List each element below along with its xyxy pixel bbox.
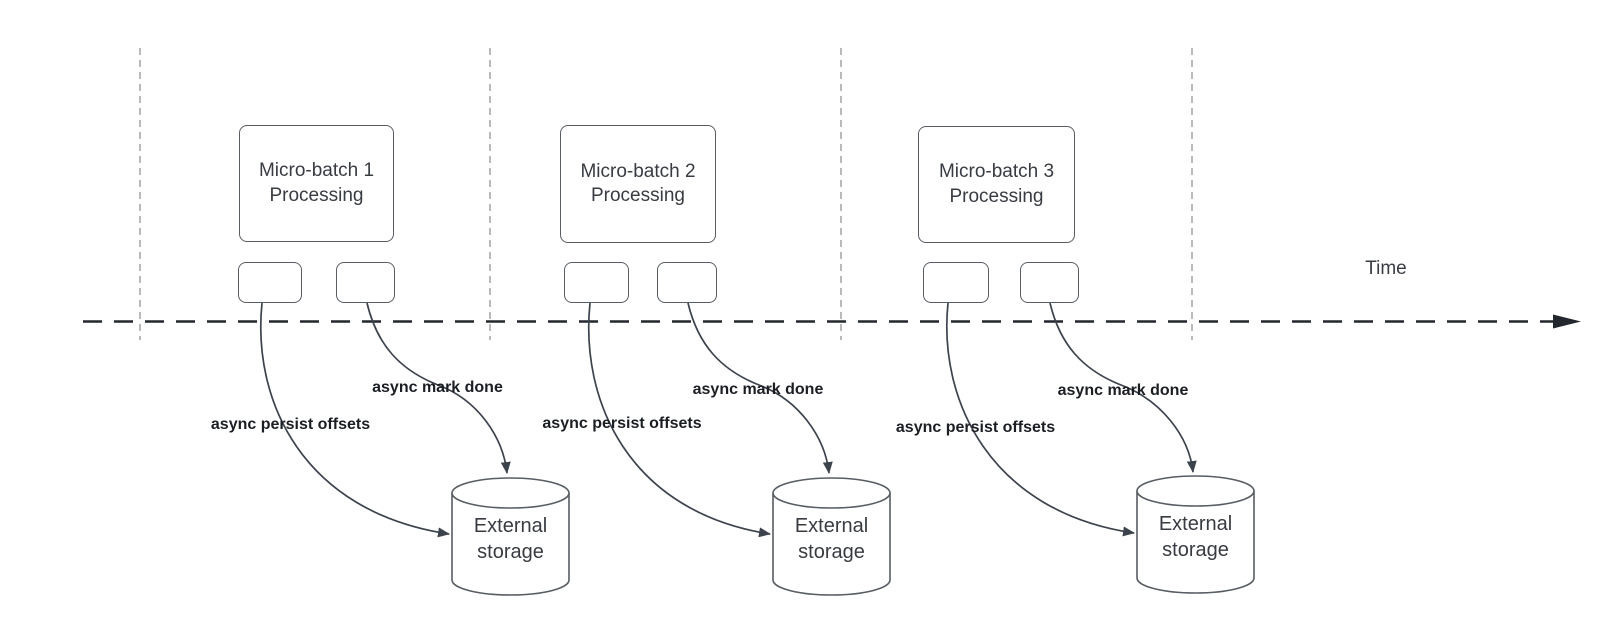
time-axis-arrowhead-icon [1553, 314, 1581, 329]
persist-offsets-label-2: async persist offsets [542, 415, 702, 432]
persist-offsets-arrow-2 [587, 302, 771, 538]
persist-offsets-arrow-3 [946, 302, 1135, 537]
external-storage-label-3: External storage [1158, 513, 1233, 561]
mark-done-arrow-3 [1049, 302, 1197, 473]
external-storage-cylinder-3 [1136, 475, 1255, 594]
microbatch-1-task-box-right [336, 262, 395, 303]
mark-done-label-2: async mark done [692, 381, 824, 398]
mark-done-label-3: async mark done [1057, 382, 1189, 399]
persist-offsets-label-3: async persist offsets [895, 419, 1056, 436]
microbatch-1-task-box-left [238, 262, 302, 303]
microbatch-2-task-box-right [657, 262, 717, 303]
microbatch-2-task-box-left [564, 262, 629, 303]
external-storage-cylinder-1 [451, 477, 570, 596]
mark-done-arrow-2 [687, 302, 833, 474]
external-storage-cylinder-2 [772, 477, 891, 596]
microbatch-3-processing-box: Micro-batch 3 Processing [918, 126, 1075, 243]
external-storage-label-2: External storage [794, 515, 869, 563]
time-axis-label: Time [1365, 258, 1407, 279]
external-storage-label-1: External storage [473, 515, 548, 563]
persist-offsets-label-1: async persist offsets [210, 416, 371, 433]
persist-offsets-arrow-1 [259, 302, 450, 538]
microbatch-2-processing-box: Micro-batch 2 Processing [560, 125, 716, 243]
microbatch-3-task-box-right [1020, 262, 1079, 303]
mark-done-label-1: async mark done [372, 379, 503, 396]
microbatch-1-processing-box: Micro-batch 1 Processing [239, 125, 394, 242]
mark-done-arrow-1 [366, 302, 511, 474]
microbatch-3-task-box-left [923, 262, 989, 303]
